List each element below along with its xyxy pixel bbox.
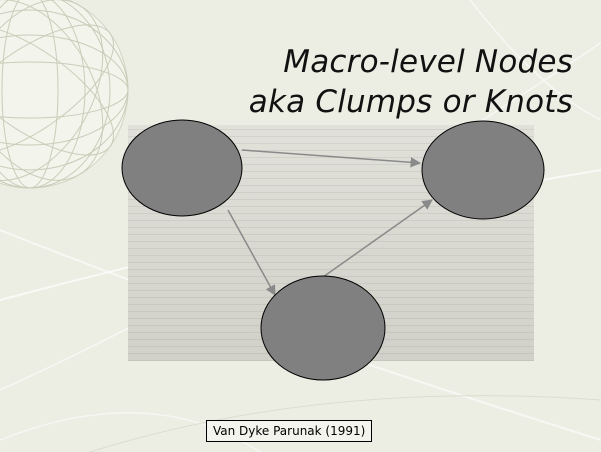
slide-title-line-1: Macro-level Nodes	[283, 44, 573, 80]
node-bottom	[260, 275, 386, 381]
edge-bottom-to-top-right	[322, 199, 433, 278]
node-top-right	[421, 120, 545, 220]
citation-label: Van Dyke Parunak (1991)	[206, 420, 373, 442]
globe-decoration-icon	[0, 0, 129, 189]
slide-title-line-2: aka Clumps or Knots	[248, 84, 573, 120]
edge-top-left-to-top-right	[241, 149, 422, 168]
node-top-left	[121, 119, 243, 217]
edge-top-left-to-bottom	[227, 209, 276, 296]
